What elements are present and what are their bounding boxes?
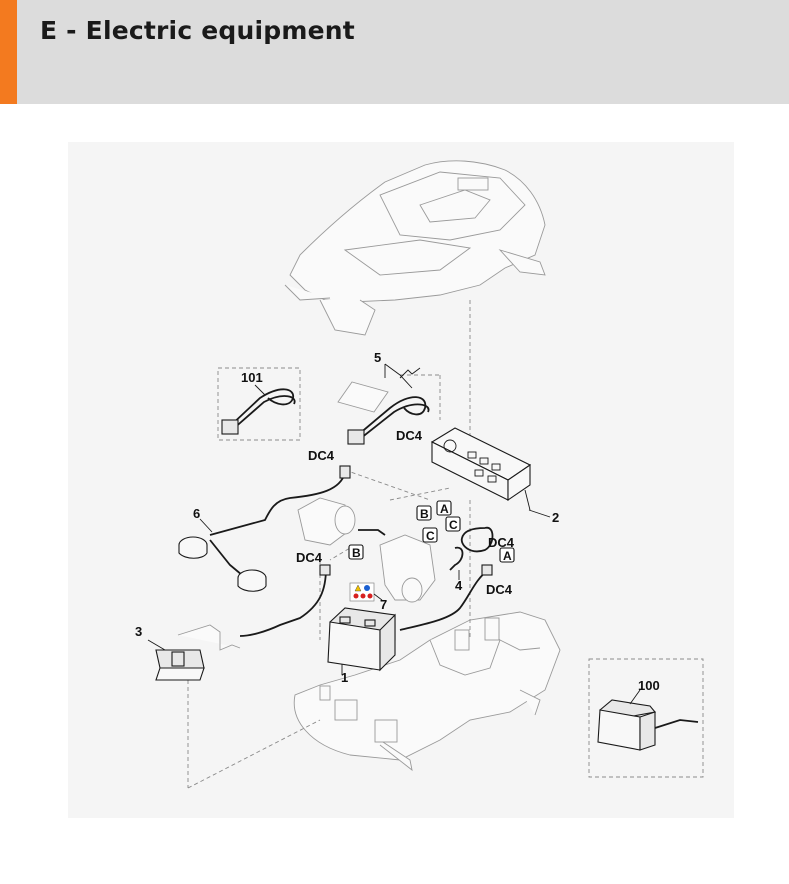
boxed-letters: B A C C B A (348, 500, 515, 563)
page-title: E - Electric equipment (40, 16, 355, 45)
motor-right (379, 534, 436, 603)
callout-5: 5 (374, 350, 381, 365)
callout-101: 101 (241, 370, 263, 385)
dc4-label-c: DC4 (296, 550, 323, 565)
callout-2: 2 (552, 510, 559, 525)
box-letter-c1: C (449, 518, 458, 532)
box-letter-a1: A (440, 502, 449, 516)
assembly-guide-lines (187, 300, 471, 789)
chassis-ghost (293, 611, 561, 772)
part-5-cable-kit (337, 363, 430, 445)
callout-labels: 1 2 3 4 5 6 7 100 101 (135, 350, 660, 693)
part-100-battery-kit (588, 658, 704, 778)
box-letter-a2: A (503, 549, 512, 563)
dc4-label-a: DC4 (396, 428, 423, 443)
part-1-battery (327, 607, 396, 675)
part-2-control-unit (430, 427, 551, 518)
connector-labels: DC4 DC4 DC4 DC4 DC4 (296, 428, 515, 597)
dc4-label-e: DC4 (486, 582, 513, 597)
callout-4: 4 (455, 578, 463, 593)
callout-3: 3 (135, 624, 142, 639)
part-3-bracket (147, 624, 241, 681)
part-4-cable (449, 526, 494, 580)
part-6-sensor-harness (178, 465, 351, 592)
box-letter-b1: B (420, 507, 429, 521)
page-header: E - Electric equipment (0, 0, 789, 104)
dc4-label-b: DC4 (308, 448, 335, 463)
callout-7: 7 (380, 597, 387, 612)
callout-6: 6 (193, 506, 200, 521)
header-accent-bar (0, 0, 17, 104)
battery-wiring (239, 564, 493, 637)
box-letter-c2: C (426, 529, 435, 543)
dc4-label-d: DC4 (488, 535, 515, 550)
callout-1: 1 (341, 670, 348, 685)
part-7-warning-label (349, 582, 383, 602)
housing-cover-ghost (284, 160, 546, 336)
motor-left (297, 497, 386, 546)
part-101-harness (217, 367, 301, 441)
callout-100: 100 (638, 678, 660, 693)
box-letter-b2: B (352, 546, 361, 560)
